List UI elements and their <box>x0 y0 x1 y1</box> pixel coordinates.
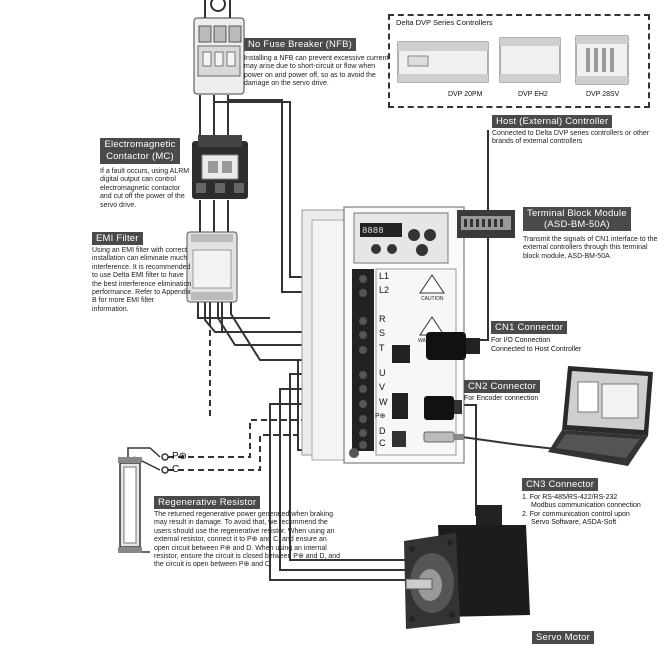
host-title: Host (External) Controller <box>492 115 613 128</box>
terminal-t: T <box>379 343 385 353</box>
terminal-c: C <box>379 438 386 448</box>
terminal-p-plus: P⊕ <box>375 413 386 420</box>
power-input-wires <box>204 0 231 18</box>
cn3-title: CN3 Connector <box>522 478 599 491</box>
terminal-block-description: Transmit the signals of CN1 interface to… <box>523 236 658 260</box>
cn1-desc-line2: Connected to Host Controller <box>491 346 582 353</box>
cn3-plug-icon <box>423 431 464 443</box>
host-description: Connected to Delta DVP series controller… <box>492 130 650 146</box>
no-fuse-breaker-icon <box>193 0 245 95</box>
svg-text:8888: 8888 <box>362 226 384 236</box>
regen-title: Regenerative Resistor <box>154 496 261 509</box>
terminal-block-title-line1: Terminal Block Module <box>527 208 627 219</box>
dvp-controllers-icon <box>397 35 629 85</box>
dvp-box-title: Delta DVP Series Controllers <box>396 18 493 27</box>
mc-to-emi-wires <box>199 200 229 232</box>
regen-terminal-p: P⊕ <box>172 451 188 462</box>
cn2-connector-icon <box>424 396 462 420</box>
mc-description: If a fault occurs, using ALRM digital ou… <box>100 168 190 209</box>
emi-description: Using an EMI filter with correct install… <box>92 247 192 313</box>
cn3-item2-line1: 2. For communication control upon <box>522 511 630 518</box>
dvp-controllers-box <box>388 14 650 108</box>
servo-motor-title: Servo Motor <box>532 631 594 644</box>
cn3-item1-line2: Modbus communication connection <box>531 502 641 509</box>
cn1-title: CN1 Connector <box>491 321 568 334</box>
dvp-model-eh2: DVP EH2 <box>518 91 548 98</box>
mc-title: Electromagnetic Contactor (MC) <box>100 138 180 164</box>
regen-terminal-c: C <box>172 464 180 475</box>
cn1-desc-line1: For I/O Connection <box>491 337 551 344</box>
terminal-l2: L2 <box>379 285 390 295</box>
dvp-model-28sv: DVP 28SV <box>586 91 620 98</box>
nfb-title: No Fuse Breaker (NFB) <box>244 38 356 51</box>
terminal-block-icon <box>457 210 515 238</box>
terminal-r: R <box>379 314 386 324</box>
laptop-icon <box>548 366 653 466</box>
servo-motor-icon <box>404 505 530 629</box>
terminal-v: V <box>379 382 386 392</box>
wire-s <box>217 300 355 346</box>
servo-drive: 8888 <box>301 206 465 464</box>
terminal-block-title: Terminal Block Module (ASD-BM-50A) <box>523 207 631 231</box>
caution-label: CAUTION <box>421 296 444 302</box>
terminal-l1: L1 <box>379 271 390 281</box>
cn2-title: CN2 Connector <box>464 380 541 393</box>
cn1-connector-icon <box>426 332 480 360</box>
nfb-description: Installing a NFB can prevent excessive c… <box>244 55 389 88</box>
emi-title: EMI Filter <box>92 232 143 245</box>
regenerative-resistor-icon <box>118 457 142 553</box>
terminal-s: S <box>379 328 386 338</box>
emi-filter-icon <box>186 231 238 303</box>
cn3-cable <box>461 436 566 451</box>
cn3-item1-line1: 1. For RS-485/RS-422/RS-232 <box>522 494 618 501</box>
terminal-w: W <box>379 397 388 407</box>
dvp-model-20pm: DVP 20PM <box>448 91 483 98</box>
terminal-block-title-line2: (ASD-BM-50A) <box>544 219 610 230</box>
electromagnetic-contactor-icon <box>192 135 248 199</box>
cn2-description: For Encoder connection <box>464 395 539 402</box>
terminal-u: U <box>379 368 386 378</box>
terminal-d: D <box>379 426 386 436</box>
regen-description: The returned regenerative power generate… <box>154 511 341 569</box>
cn3-item2-line2: Servo Software, ASDA-Soft <box>531 519 617 526</box>
